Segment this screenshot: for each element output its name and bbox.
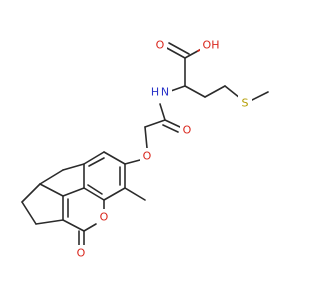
bond-cp-1 xyxy=(39,183,64,197)
oh-label: OH xyxy=(203,39,220,52)
bond-cp-5 xyxy=(39,169,64,185)
bond-n-ccarbonyl xyxy=(159,103,166,121)
bond-pyran-3 xyxy=(62,219,85,232)
bond-ring-a5-double xyxy=(88,157,105,167)
atom-o-lactone: O xyxy=(74,245,88,261)
bond-cbeta-cgamma xyxy=(204,85,226,98)
o-ring-label: O xyxy=(100,211,109,224)
o-ether-label: O xyxy=(143,150,152,163)
bond-oether-aryl xyxy=(124,159,141,165)
atom-o-acid: O xyxy=(153,37,167,53)
bond-ring-a3 xyxy=(83,187,105,201)
bond-cgamma-s xyxy=(224,85,241,99)
bond-ring-a2 xyxy=(103,187,126,201)
bond-ring-methyl xyxy=(124,187,146,201)
n-label: N xyxy=(161,86,169,99)
o-acid-label: O xyxy=(156,39,165,52)
bond-camide-o-double xyxy=(162,124,179,133)
bond-camide-ch2 xyxy=(144,119,166,128)
s-label: S xyxy=(242,97,249,110)
atom-oh: OH xyxy=(200,37,222,53)
bond-calpha-cbeta xyxy=(184,85,206,98)
bond-cp-6 xyxy=(62,163,85,171)
bond-ring-a6 xyxy=(103,151,126,165)
bond-ch2-oether xyxy=(144,126,148,149)
atom-o-ring: O xyxy=(97,209,111,225)
nh-h-label: H xyxy=(151,86,159,99)
bond-camide-o xyxy=(164,119,181,128)
atom-o-amide: O xyxy=(180,122,194,138)
bond-cp-2 xyxy=(21,183,41,203)
o-lactone-label: O xyxy=(77,247,86,260)
bond-c-o-double-2 xyxy=(168,42,190,55)
atom-s: S xyxy=(238,95,252,111)
atom-nh: H N xyxy=(150,84,172,100)
bond-pyran-5 xyxy=(62,187,85,197)
bond-ring-a5 xyxy=(83,151,105,165)
bond-s-ch3 xyxy=(249,91,269,102)
o-amide-label: O xyxy=(183,124,192,137)
bond-ring-a3-double xyxy=(87,184,103,195)
bond-pyran-2 xyxy=(83,223,97,232)
bond-cp-3 xyxy=(21,201,37,225)
atom-o-ether: O xyxy=(140,148,154,164)
molecule-structure: OH O H N S O O O O xyxy=(21,37,269,261)
bond-cp-4 xyxy=(35,219,64,225)
bond-c-o-double-1 xyxy=(164,46,186,59)
